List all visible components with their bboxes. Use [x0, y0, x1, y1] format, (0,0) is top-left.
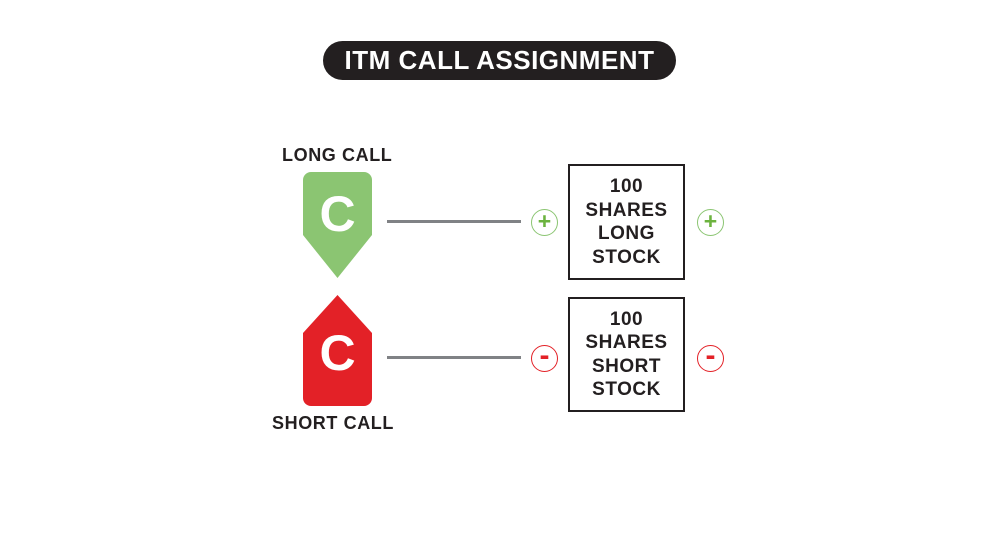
short-stock-box-line: 100 — [609, 308, 644, 330]
long-call-label: LONG CALL — [282, 145, 393, 165]
page-title: ITM CALL ASSIGNMENT — [344, 45, 655, 75]
long-stock-box-line: SHARES — [585, 199, 668, 221]
long-stock-box-line: 100 — [609, 176, 644, 197]
short-call-symbol: C — [319, 325, 356, 381]
plus-glyph: + — [537, 208, 552, 234]
long-call-symbol: C — [319, 186, 356, 242]
short-stock-box-line: SHORT — [592, 355, 661, 377]
connector-line-short — [387, 356, 521, 359]
plus-icon: + — [697, 209, 724, 236]
minus-icon: - — [697, 340, 724, 372]
short-call-badge-icon — [303, 295, 372, 406]
long-stock-box-line: LONG — [598, 223, 655, 244]
plus-icon: + — [531, 209, 558, 236]
short-stock-box: 100 SHARES SHORT STOCK — [568, 297, 685, 412]
short-stock-box-line: STOCK — [592, 379, 661, 400]
minus-glyph: - — [705, 338, 716, 372]
long-stock-box-line: STOCK — [592, 246, 661, 268]
connector-line-long — [387, 220, 521, 223]
long-stock-box: 100 SHARES LONG STOCK — [568, 164, 685, 280]
title-badge: ITM CALL ASSIGNMENT — [323, 41, 676, 80]
minus-glyph: - — [539, 338, 550, 372]
plus-glyph: + — [703, 208, 718, 234]
short-stock-box-line: SHARES — [585, 332, 668, 353]
minus-icon: - — [531, 340, 558, 372]
long-call-badge-icon — [303, 172, 372, 278]
short-call-label: SHORT CALL — [272, 413, 394, 433]
